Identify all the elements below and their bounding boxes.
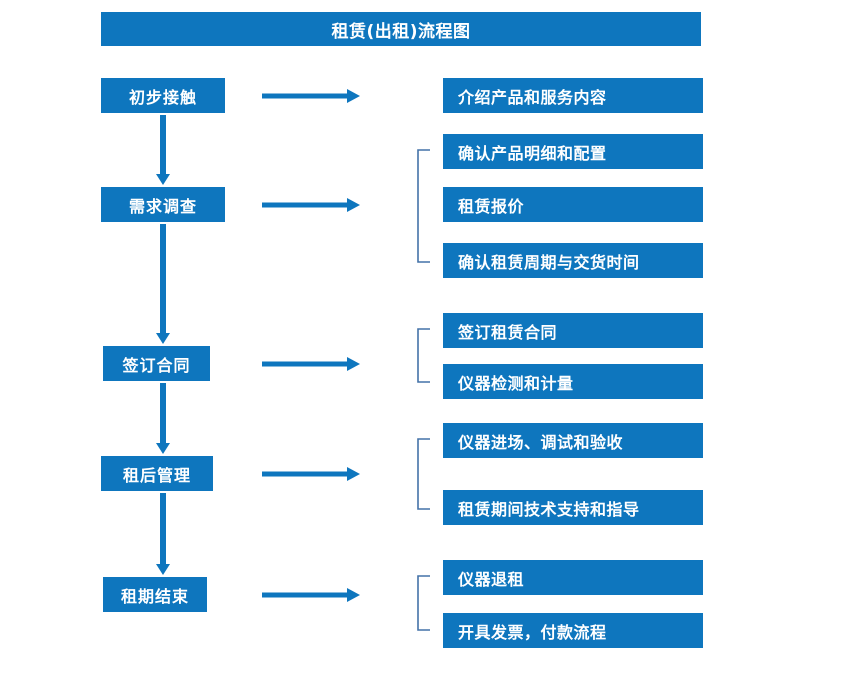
bracket-group-end: [417, 575, 430, 631]
stage-box[interactable]: 租期结束: [103, 577, 207, 612]
arrow-stage-2-to-stage-3-icon: [156, 224, 170, 344]
detail-box[interactable]: 租赁报价: [443, 187, 703, 222]
detail-box[interactable]: 仪器检测和计量: [443, 364, 703, 399]
arrow-stage-2-to-detail-icon: [262, 198, 360, 212]
arrow-stage-1-to-detail-icon: [262, 89, 360, 103]
detail-box[interactable]: 开具发票，付款流程: [443, 613, 703, 648]
arrow-stage-1-to-stage-2-icon: [156, 115, 170, 185]
detail-box[interactable]: 仪器退租: [443, 560, 703, 595]
arrow-stage-4-to-detail-icon: [262, 467, 360, 481]
page-title: 租赁(出租)流程图: [101, 12, 701, 46]
detail-box[interactable]: 租赁期间技术支持和指导: [443, 490, 703, 525]
stage-box-label: 租期结束: [120, 586, 189, 606]
bracket-group-contract: [417, 328, 430, 383]
stage-box[interactable]: 租后管理: [101, 456, 213, 491]
detail-box-label: 介绍产品和服务内容: [458, 87, 607, 107]
bracket-group-manage: [417, 438, 430, 510]
detail-box[interactable]: 介绍产品和服务内容: [443, 78, 703, 113]
stage-box[interactable]: 初步接触: [101, 78, 225, 113]
detail-box[interactable]: 签订租赁合同: [443, 313, 703, 348]
detail-box-label: 签订租赁合同: [458, 322, 558, 342]
detail-box-label: 租赁报价: [458, 196, 525, 216]
arrow-stage-3-to-stage-4-icon: [156, 383, 170, 454]
detail-box[interactable]: 确认租赁周期与交货时间: [443, 243, 703, 278]
stage-box-label: 租后管理: [122, 465, 191, 485]
arrow-stage-3-to-detail-icon: [262, 357, 360, 371]
detail-box[interactable]: 仪器进场、调试和验收: [443, 423, 703, 458]
bracket-group-demand: [417, 149, 430, 263]
detail-box-label: 确认租赁周期与交货时间: [458, 252, 640, 272]
stage-box-label: 需求调查: [128, 196, 197, 216]
stage-box-label: 初步接触: [128, 87, 197, 107]
detail-box-label: 仪器进场、调试和验收: [458, 432, 624, 452]
stage-box-label: 签订合同: [122, 355, 191, 375]
detail-box[interactable]: 确认产品明细和配置: [443, 134, 703, 169]
detail-box-label: 租赁期间技术支持和指导: [458, 499, 640, 519]
arrow-stage-4-to-stage-5-icon: [156, 493, 170, 575]
stage-box[interactable]: 需求调查: [101, 187, 225, 222]
detail-box-label: 仪器退租: [458, 569, 525, 589]
detail-box-label: 确认产品明细和配置: [458, 143, 607, 163]
stage-box[interactable]: 签订合同: [103, 346, 210, 381]
detail-box-label: 开具发票，付款流程: [458, 622, 607, 642]
detail-box-label: 仪器检测和计量: [458, 373, 574, 393]
arrow-stage-5-to-detail-icon: [262, 588, 360, 602]
